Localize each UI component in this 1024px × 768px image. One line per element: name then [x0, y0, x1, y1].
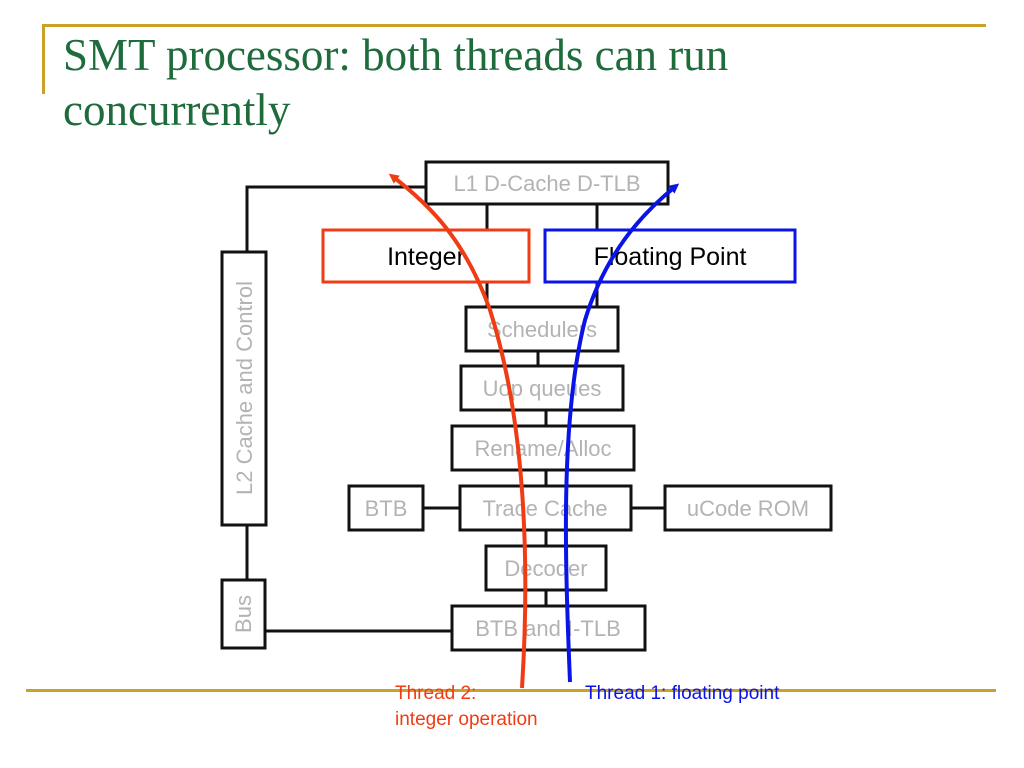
thread2-caption: Thread 2: integer operation [395, 681, 538, 733]
block-bus: Bus [220, 578, 267, 650]
block-integer: Integer [321, 228, 531, 284]
trace-cache-label: Trace Cache [482, 496, 607, 521]
slide-title: SMT processor: both threads can run conc… [63, 30, 729, 135]
connectors [245, 185, 665, 633]
bus-label: Bus [231, 595, 256, 633]
thread2-caption-line2: integer operation [395, 709, 538, 730]
title-left-rule [42, 24, 45, 94]
l1-label: L1 D-Cache D-TLB [453, 171, 640, 196]
floating-point-label: Floating Point [594, 243, 747, 271]
uop-queues-label: Uop queues [483, 376, 602, 401]
l2-label: L2 Cache and Control [232, 281, 257, 495]
block-btb: BTB [347, 484, 425, 532]
block-floating-point: Floating Point [543, 228, 797, 284]
block-decoder: Decoder [484, 544, 608, 592]
integer-label: Integer [387, 243, 465, 271]
block-l2-cache: L2 Cache and Control [220, 250, 268, 527]
l1-to-l2-connector [245, 185, 426, 252]
ucode-rom-label: uCode ROM [687, 496, 809, 521]
schedulers-label: Schedulers [487, 317, 597, 342]
rename-alloc-label: Rename/Alloc [475, 436, 612, 461]
btb-label: BTB [365, 496, 408, 521]
block-l1-dcache: L1 D-Cache D-TLB [424, 160, 670, 206]
block-btb-itlb: BTB and I-TLB [450, 604, 647, 652]
btb-itlb-label: BTB and I-TLB [475, 616, 621, 641]
block-ucode-rom: uCode ROM [663, 484, 833, 532]
block-schedulers: Schedulers [464, 305, 620, 353]
title-top-rule [42, 24, 986, 27]
decoder-label: Decoder [504, 556, 587, 581]
block-uop-queues: Uop queues [459, 364, 625, 412]
thread1-arrow [563, 183, 680, 683]
thread2-arrow [388, 173, 528, 689]
footer-rule [26, 689, 996, 692]
thread2-caption-line1: Thread 2: [395, 683, 477, 704]
block-rename-alloc: Rename/Alloc [450, 424, 636, 472]
block-trace-cache: Trace Cache [458, 484, 633, 532]
thread1-caption: Thread 1: floating point [585, 683, 780, 704]
